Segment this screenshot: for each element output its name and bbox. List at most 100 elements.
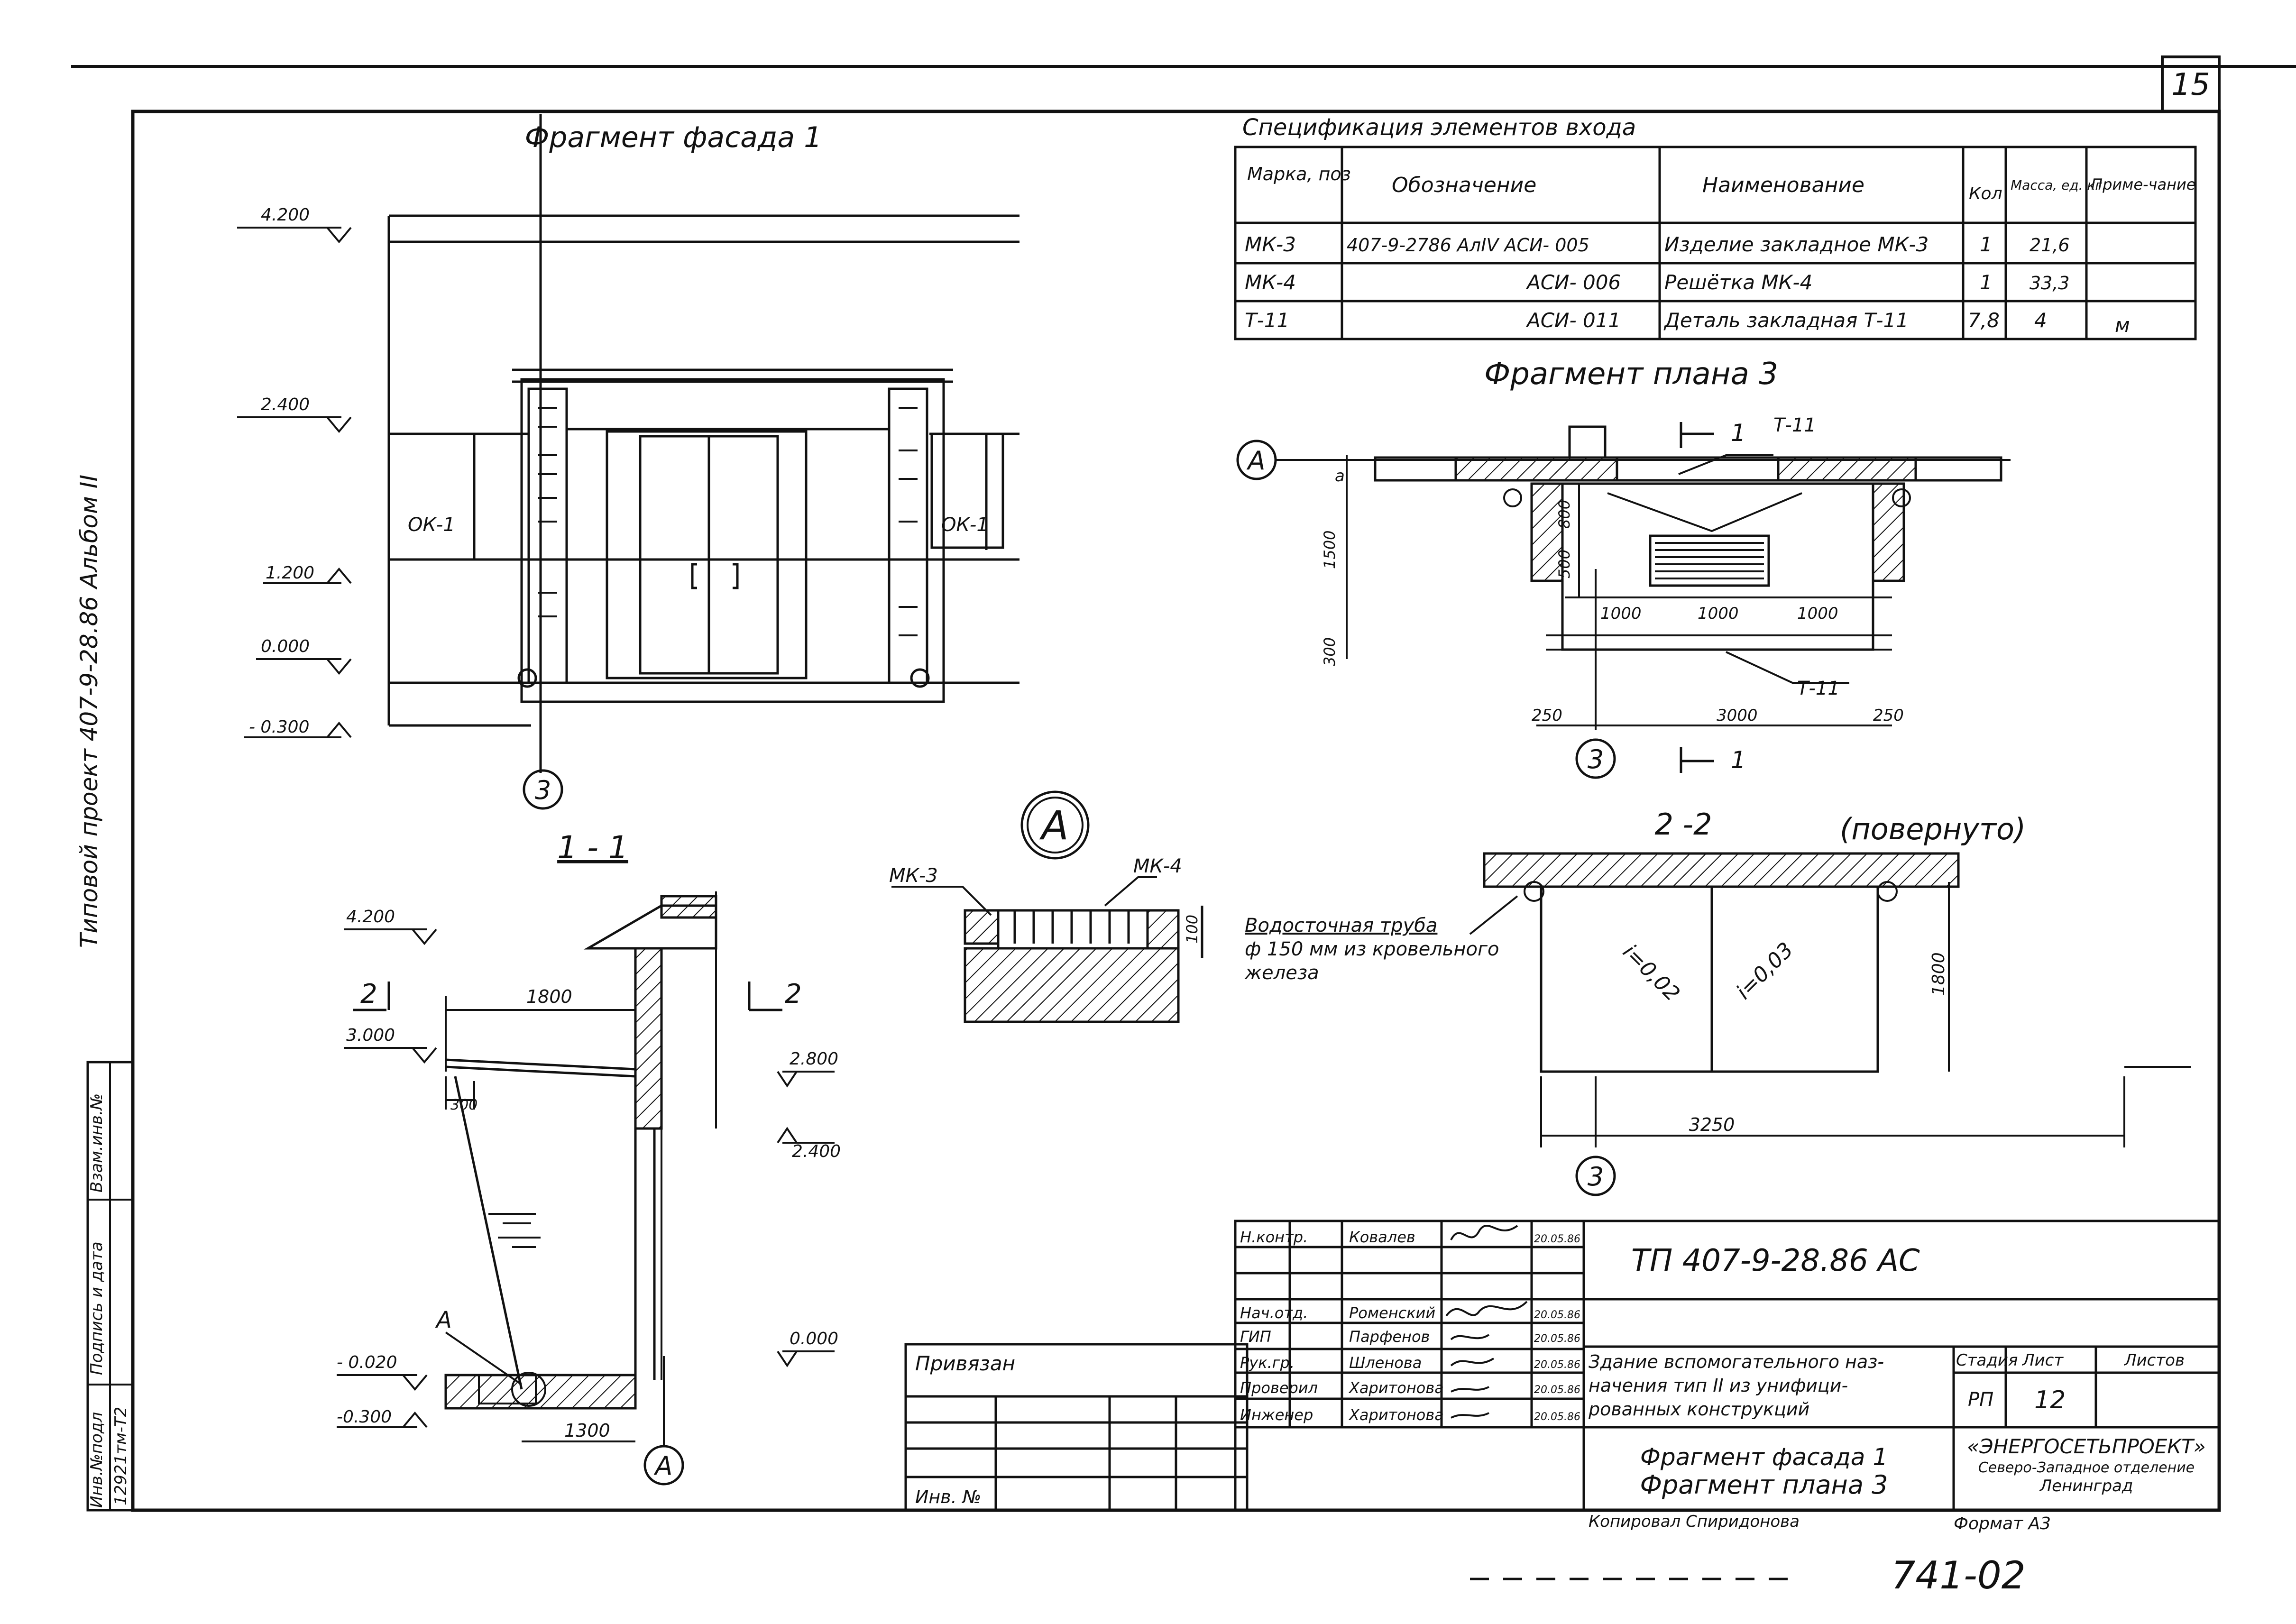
s11-dim-1300: 1300 xyxy=(564,1420,610,1441)
s11-level-2400: 2.400 xyxy=(792,1142,841,1161)
s22-note-line2: ф 150 мм из кровельного xyxy=(1245,938,1499,960)
plan-dim-1500: 1500 xyxy=(1321,531,1339,569)
tb-role-2: Нач.отд. xyxy=(1240,1304,1308,1322)
privyazan-label: Привязан xyxy=(915,1352,1015,1375)
plan-fragment: Фрагмент плана 3 А xyxy=(1236,357,2011,779)
plan-dim-a: a xyxy=(1335,467,1345,486)
s22-dim-1800: 1800 xyxy=(1929,952,1948,996)
spec-r1-name: Изделие закладное МК-3 xyxy=(1664,233,1929,256)
s22-subtitle: (повернуто) xyxy=(1840,812,2026,846)
facade-level-minus0300: - 0.300 xyxy=(249,717,310,737)
detail-a: А МК-3 МК-4 100 xyxy=(889,790,1203,1023)
tb-role-4: Рук.гр. xyxy=(1240,1354,1295,1372)
tb-stage-label: Стадия xyxy=(1956,1351,2018,1370)
tb-sheet: 12 xyxy=(2034,1386,2066,1414)
spec-r3-code: АСИ- 011 xyxy=(1525,309,1621,332)
facade-title: Фрагмент фасада 1 xyxy=(525,121,822,154)
tb-sheets-label: Листов xyxy=(2123,1351,2185,1370)
facade-level-0000: 0.000 xyxy=(261,637,310,656)
tb-date-4: 20.05.86 xyxy=(1534,1359,1580,1371)
section-2-2: 2 -2 (повернуто) Водосточная труба ф 150… xyxy=(1244,807,2191,1196)
tb-role-6: Инженер xyxy=(1240,1406,1313,1424)
plan-dim-3000: 3000 xyxy=(1717,706,1758,725)
tb-sheet-label: Лист xyxy=(2021,1351,2064,1370)
tb-date-6: 20.05.86 xyxy=(1534,1411,1580,1423)
tb-name-1: Ковалев xyxy=(1349,1228,1415,1246)
s22-slope-right: i=0,03 xyxy=(1732,938,1798,1004)
tb-code: ТП 407-9-28.86 АС xyxy=(1631,1243,1920,1278)
page-number-box xyxy=(2161,55,2221,113)
tb-role-5: Проверил xyxy=(1240,1379,1318,1397)
s22-note-line1: Водосточная труба xyxy=(1245,915,1437,936)
spec-r1-qty: 1 xyxy=(1980,233,1993,256)
tb-date-3: 20.05.86 xyxy=(1534,1333,1580,1345)
tb-name-5: Харитонова xyxy=(1348,1379,1444,1397)
plan-cut-bottom: 1 xyxy=(1731,746,1746,774)
detail-a-mk3: МК-3 xyxy=(889,865,938,887)
plan-axis-3-circle xyxy=(1575,738,1616,779)
plan-dim-250b: 250 xyxy=(1873,706,1904,725)
tb-org-1: «ЭНЕРГОСЕТЬПРОЕКТ» xyxy=(1967,1435,2205,1458)
s22-axis-label: 3 xyxy=(1588,1162,1604,1192)
spec-r1-mass: 21,6 xyxy=(2030,235,2070,256)
spec-header-qty: Кол xyxy=(1969,184,2002,203)
s22-title: 2 -2 xyxy=(1655,807,1712,842)
facade-axis-label: 3 xyxy=(535,775,551,805)
privyazan-block: Привязан Инв. № xyxy=(904,1343,1249,1512)
tb-drawing-title-2: Фрагмент плана 3 xyxy=(1640,1470,1888,1500)
spec-header-name: Наименование xyxy=(1702,173,1864,197)
tb-org-3: Ленинград xyxy=(2039,1477,2133,1496)
spec-r2-qty: 1 xyxy=(1980,271,1993,294)
s22-dim-3250: 3250 xyxy=(1689,1114,1735,1135)
spec-r1-code: 407-9-2786 АлIV АСИ- 005 xyxy=(1347,235,1589,256)
section11-title: 1 - 1 xyxy=(557,829,628,866)
facade-axis-circle xyxy=(523,769,563,810)
spec-r2-mark: МК-4 xyxy=(1245,271,1296,294)
s11-dim-1800: 1800 xyxy=(526,986,572,1007)
spec-title: Спецификация элементов входа xyxy=(1242,114,1636,141)
tb-building-2: начения тип II из унифици- xyxy=(1589,1375,1848,1396)
s11-level-2800: 2.800 xyxy=(790,1049,838,1069)
facade-fragment: Фрагмент фасада 1 4.200 2.400 1.200 0.00… xyxy=(237,114,1019,810)
plan-dim-1000a: 1000 xyxy=(1600,604,1642,623)
plan-dim-250a: 250 xyxy=(1532,706,1562,725)
tb-name-4: Шленова xyxy=(1349,1354,1422,1372)
s11-cut-right: 2 xyxy=(785,979,802,1009)
s11-level-minus0020: - 0.020 xyxy=(337,1353,397,1372)
s11-level-3000: 3.000 xyxy=(346,1026,395,1045)
tb-stage: РП xyxy=(1968,1389,1993,1411)
spec-header-code: Обозначение xyxy=(1392,173,1536,197)
spec-r2-code: АСИ- 006 xyxy=(1525,271,1621,294)
left-stamp: Инв.№подл Подпись и дата Взам.инв.№ 1292… xyxy=(86,1061,134,1512)
tb-date-5: 20.05.86 xyxy=(1534,1384,1580,1396)
title-block: Н.контр. Нач.отд. ГИП Рук.гр. Проверил И… xyxy=(1234,1220,2221,1533)
plan-cut-top: 1 xyxy=(1731,419,1746,447)
spec-header-note: Приме-чание xyxy=(2091,175,2195,193)
detail-a-title: А xyxy=(1039,802,1068,849)
plan-label-t11-top: Т-11 xyxy=(1773,414,1816,436)
spec-header-mass: Масса, ед. кг. xyxy=(2011,177,2106,193)
plan-label-t11-bottom: Т-11 xyxy=(1797,678,1840,699)
plan-dim-800: 800 xyxy=(1555,500,1573,529)
s22-slope-left: i=0,02 xyxy=(1618,940,1684,1006)
privyazan-inv: Инв. № xyxy=(915,1486,981,1507)
spec-table: Спецификация элементов входа Марка, поз … xyxy=(1234,114,2197,340)
s11-level-4200: 4.200 xyxy=(346,907,395,927)
plan-dim-300: 300 xyxy=(1321,637,1339,666)
page-number: 15 xyxy=(2171,67,2210,102)
plan-title: Фрагмент плана 3 xyxy=(1484,357,1778,392)
section-1-1: 1 - 1 4.200 3.000 - 0.020 -0.300 2.800 2… xyxy=(337,829,841,1486)
tb-signatures xyxy=(1445,1225,1528,1419)
s11-cut-left: 2 xyxy=(360,979,377,1009)
facade-window-left: ОК-1 xyxy=(408,514,455,536)
stamp-inv-value: 12921тм-Т2 xyxy=(111,1407,130,1505)
facade-level-2400: 2.400 xyxy=(261,395,310,414)
side-project-label: Типовой проект 407-9-28.86 Альбом II xyxy=(75,475,103,948)
s22-note-line3: железа xyxy=(1244,962,1319,984)
s11-level-0000: 0.000 xyxy=(790,1329,838,1349)
s11-axis-label: А xyxy=(654,1451,673,1481)
facade-level-1200: 1.200 xyxy=(266,563,314,583)
spec-r3-name: Деталь закладная Т-11 xyxy=(1663,309,1909,332)
tb-name-2: Роменский xyxy=(1349,1304,1435,1322)
facade-window-right: ОК-1 xyxy=(941,514,989,536)
